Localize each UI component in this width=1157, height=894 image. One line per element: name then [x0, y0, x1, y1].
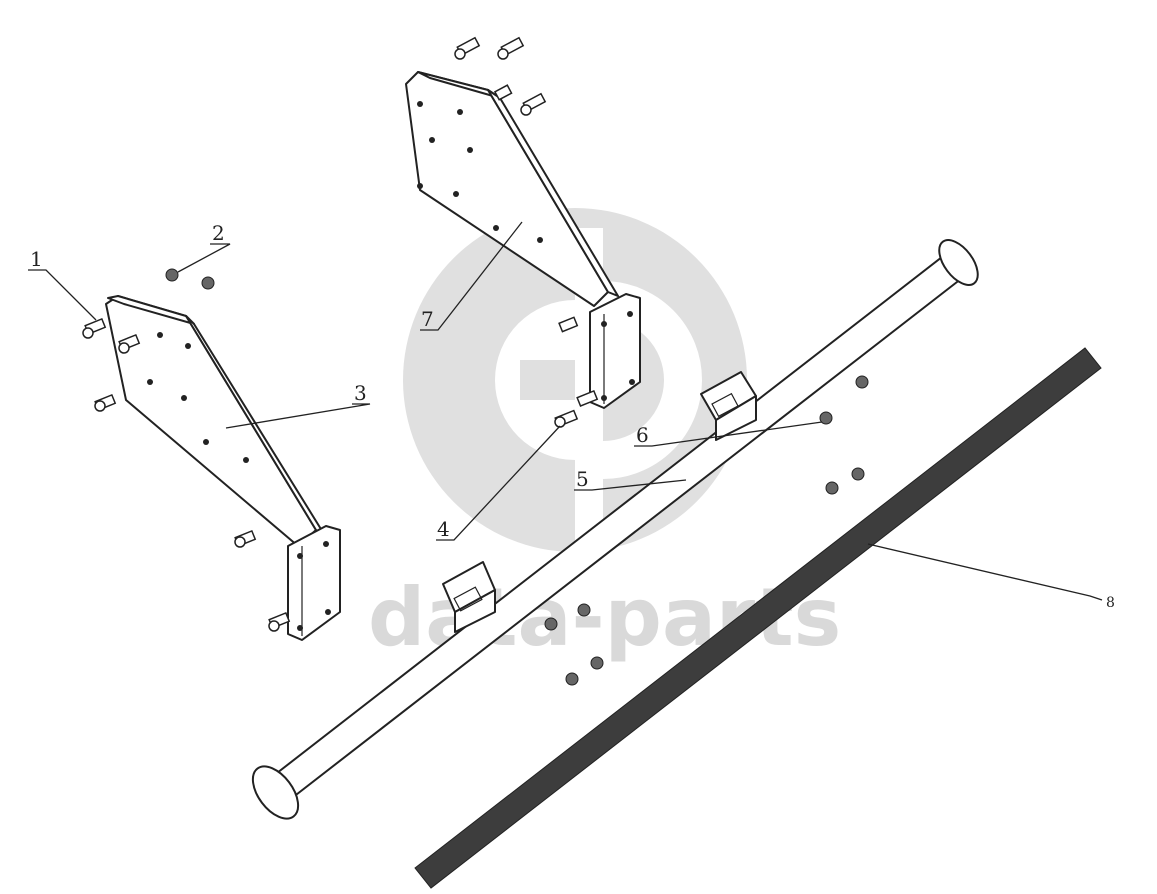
leader-line-2 — [177, 243, 231, 273]
leader-line-5 — [574, 479, 687, 491]
callout-6: 6 — [636, 423, 649, 447]
bolt-icon — [497, 36, 525, 60]
leader-line-3 — [225, 403, 371, 429]
callout-8: 8 — [1106, 595, 1115, 611]
callout-5: 5 — [576, 467, 589, 491]
nuts-group — [165, 268, 869, 686]
bracket-holes — [417, 101, 635, 401]
bar-part-8 — [414, 347, 1102, 889]
nut-icon — [565, 672, 579, 686]
bolt-icon — [234, 529, 257, 548]
tube-part-5 — [251, 239, 979, 820]
nut-icon — [819, 411, 833, 425]
leader-line-7 — [420, 221, 523, 331]
bolts-top — [454, 36, 599, 428]
bolt-icon — [268, 611, 291, 632]
callout-2: 2 — [212, 221, 225, 245]
leader-line-6 — [634, 421, 823, 447]
bolt-icon — [118, 333, 141, 354]
bolt-icon — [554, 409, 579, 428]
left-bracket-part-3 — [105, 295, 341, 641]
nut-icon — [577, 603, 591, 617]
nut-icon — [590, 656, 604, 670]
callout-1-left: 1 — [30, 247, 43, 271]
bolt-icon — [82, 317, 107, 339]
nut-icon — [201, 276, 215, 290]
callout-3: 3 — [354, 381, 367, 405]
tube-bracket-lower — [442, 561, 496, 633]
callout-4: 4 — [437, 517, 450, 541]
nut-icon — [855, 375, 869, 389]
tube-bracket-upper — [700, 371, 757, 441]
right-bracket-part-7 — [405, 71, 641, 409]
bolt-icon — [576, 389, 599, 407]
nut-icon — [851, 467, 865, 481]
leader-lines — [28, 221, 1103, 601]
bolt-icon — [558, 316, 579, 333]
bolt-icon — [520, 92, 547, 116]
leader-line-1-left — [28, 269, 97, 321]
bolt-icon — [493, 84, 513, 101]
nut-icon — [165, 268, 179, 282]
leader-line-4 — [436, 425, 561, 541]
nut-icon — [544, 617, 558, 631]
bolt-icon — [94, 393, 117, 412]
nut-icon — [825, 481, 839, 495]
leader-line-8 — [867, 543, 1103, 601]
callout-labels: 1 2 3 7 4 6 5 8 — [30, 221, 1115, 611]
bracket-holes — [147, 332, 331, 631]
bolt-icon — [454, 36, 481, 60]
callout-7: 7 — [421, 307, 434, 331]
bolts-left — [82, 317, 291, 632]
